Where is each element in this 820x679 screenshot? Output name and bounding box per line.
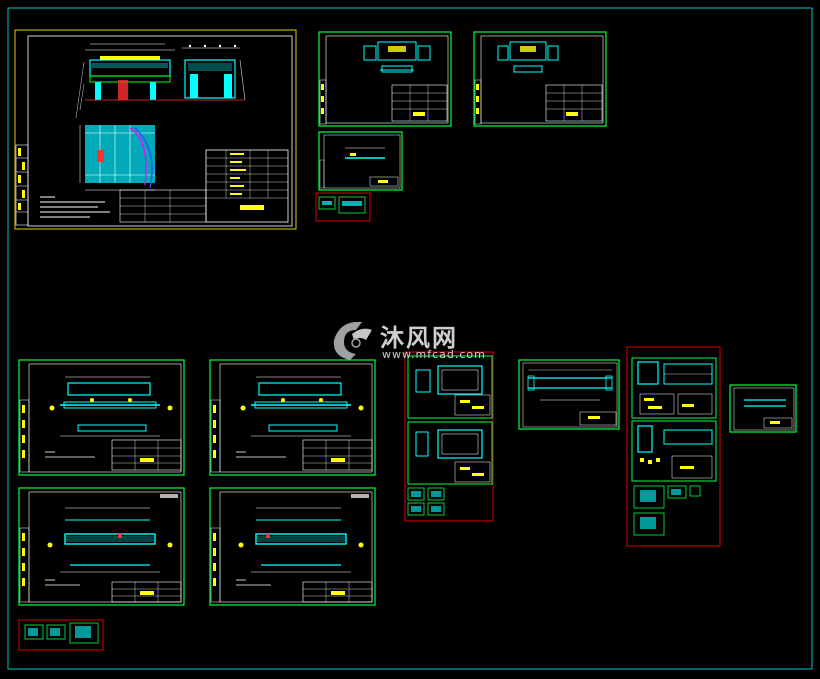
sheet-part-drawing-2[interactable]	[318, 31, 452, 127]
sheet-beam-drawing-1[interactable]	[18, 359, 185, 476]
sheet-beam-drawing-4[interactable]	[209, 487, 376, 606]
assembly-elevation-view	[75, 43, 180, 119]
watermark-url: www.mfcad.com	[382, 348, 486, 361]
model-space-frame	[7, 7, 813, 670]
detail-group-small-top[interactable]	[315, 192, 371, 222]
assembly-parts-list	[119, 149, 289, 223]
detail-group-frame-parts[interactable]	[404, 351, 494, 522]
assembly-technical-notes	[40, 196, 110, 218]
assembly-side-view	[180, 44, 246, 101]
sheet-part-drawing-small-right[interactable]	[729, 384, 797, 433]
sheet-beam-drawing-2[interactable]	[209, 359, 376, 476]
sheet-beam-drawing-3[interactable]	[18, 487, 185, 606]
detail-group-small-bottom[interactable]	[18, 619, 104, 651]
detail-group-assembly-parts[interactable]	[626, 346, 721, 547]
mfcad-logo-icon	[333, 321, 372, 360]
sheet-part-drawing-4[interactable]	[318, 131, 403, 191]
watermark-brand: 沐风网	[380, 324, 458, 352]
sheet-main-assembly[interactable]	[14, 29, 297, 230]
sheet-part-drawing-3[interactable]	[473, 31, 607, 127]
watermark: 沐风网 www.mfcad.com	[330, 318, 500, 362]
assembly-plan-view	[79, 125, 155, 191]
sheet-shaft-drawing[interactable]	[518, 359, 620, 430]
